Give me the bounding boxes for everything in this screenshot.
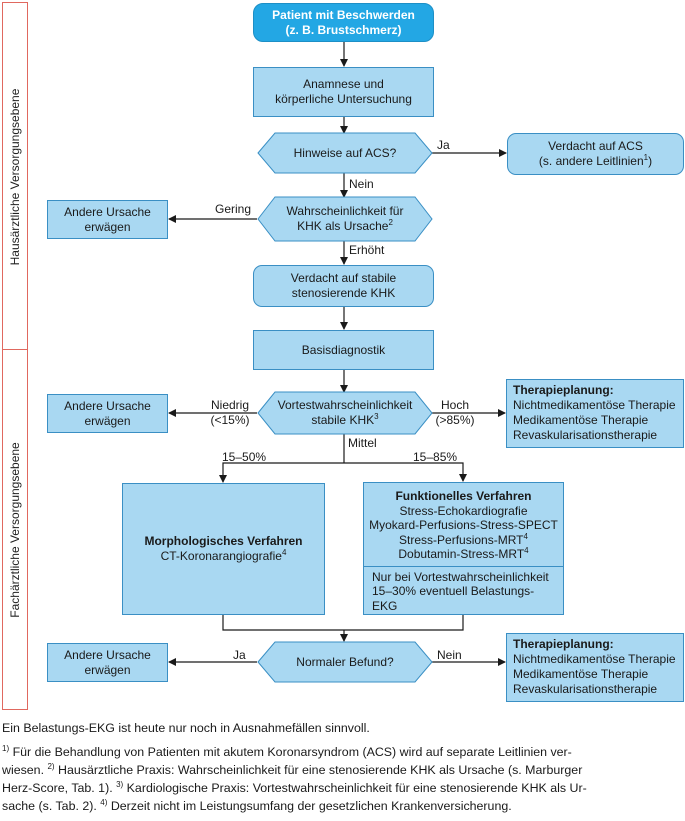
func-note: Nur bei Vortestwahrscheinlichkeit 15–30%… [364, 565, 563, 617]
func-note-line-1: Nur bei Vortestwahrscheinlichkeit [372, 569, 549, 584]
edge-morph-merge [222, 614, 464, 631]
prob-khk-line-2: KHK als Ursache2 [297, 218, 393, 234]
other-cause-box-1: Andere Ursache erwägen [47, 200, 168, 239]
pretest-line-2: stabile KHK3 [311, 412, 379, 428]
footnote-row-1: 1) Für die Behandlung von Patienten mit … [2, 743, 572, 759]
footnote-row-4: sache (s. Tab. 2). 4) Derzeit nicht im L… [2, 797, 512, 813]
basis-box: Basisdiagnostik [253, 330, 434, 370]
therapy-box-2: Therapieplanung: Nichtmedikamentöse Ther… [506, 633, 684, 702]
func-title: Funktionelles Verfahren [395, 489, 532, 503]
other3-line-1: Andere Ursache [64, 647, 151, 662]
label-hoch: Hoch (>85%) [431, 398, 479, 428]
acs-suspect-box: Verdacht auf ACS (s. andere Leitlinien1) [507, 133, 684, 175]
stable-khk-box: Verdacht auf stabile stenosierende KHK [253, 265, 434, 307]
label-erhoeht: Erhöht [349, 243, 385, 257]
label-range-1: 15–50% [222, 450, 267, 464]
therapy1-line-1: Nichtmedikamentöse Therapie [513, 398, 676, 412]
prob-khk: Wahrscheinlichkeit für KHK als Ursache2 [258, 197, 432, 241]
stable-line-1: Verdacht auf stabile [290, 271, 397, 285]
therapy2-line-1: Nichtmedikamentöse Therapie [513, 652, 676, 666]
normal-question: Normaler Befund? [258, 642, 432, 682]
prob-khk-line-1: Wahrscheinlichkeit für [286, 204, 404, 218]
start-line-1: Patient mit Beschwerden [272, 7, 415, 22]
lane-hausarzt: Hausärztliche Versorgungsebene [2, 2, 28, 351]
label-hoch-2: (>85%) [435, 413, 475, 427]
func-note-line-2: 15–30% eventuell Belastungs-EKG [372, 584, 535, 613]
morph-line: CT-Koronarangiografie4 [160, 548, 287, 564]
therapy2-title: Therapieplanung: [513, 637, 614, 651]
diamond-prob [257, 196, 433, 242]
acs-suspect-line-2: (s. andere Leitlinien1) [538, 153, 653, 169]
footnote-row-2: wiesen. 2) Hausärztliche Praxis: Wahrsch… [2, 761, 583, 777]
flowchart-connectors [168, 42, 507, 683]
anamnese-line-1: Anamnese und [303, 77, 384, 91]
therapy-box-1: Therapieplanung: Nichtmedikamentöse Ther… [506, 379, 684, 448]
label-ja-2: Ja [233, 648, 246, 662]
func-top: Funktionelles Verfahren Stress-Echokardi… [364, 483, 563, 566]
acs-question-text: Hinweise auf ACS? [293, 145, 397, 160]
normal-question-text: Normaler Befund? [296, 654, 394, 669]
acs-question: Hinweise auf ACS? [258, 133, 432, 173]
diamond-acs [257, 132, 433, 174]
other-cause-box-3: Andere Ursache erwägen [47, 643, 168, 682]
anamnese-line-2: körperliche Untersuchung [275, 92, 412, 106]
other-cause-box-2: Andere Ursache erwägen [47, 394, 168, 433]
diamond-normal [257, 641, 433, 683]
label-niedrig-2: (<15%) [210, 413, 250, 427]
footnote-row-3: Herz-Score, Tab. 1). 3) Kardiologische P… [2, 779, 587, 795]
anamnese-box: Anamnese und körperliche Untersuchung [253, 67, 434, 117]
therapy1-line-3: Revaskularisationstherapie [513, 428, 658, 442]
morph-box: Morphologisches Verfahren CT-Koronarangi… [122, 483, 325, 615]
edge-to-morph [219, 462, 344, 483]
func-line-4: Dobutamin-Stress-MRT4 [398, 546, 529, 562]
therapy2-line-2: Medikamentöse Therapie [513, 667, 649, 681]
label-hoch-1: Hoch [440, 398, 469, 412]
label-nein-2: Nein [437, 648, 462, 662]
other2-line-1: Andere Ursache [64, 398, 151, 413]
lane-facharzt: Fachärztliche Versorgungsebene [2, 349, 28, 710]
start-node: Patient mit Beschwerden (z. B. Brustschm… [253, 3, 434, 42]
footnotes: 1) Für die Behandlung von Patienten mit … [2, 743, 682, 815]
therapy2-line-3: Revaskularisationstherapie [513, 682, 658, 696]
other1-line-2: erwägen [84, 219, 131, 234]
func-box: Funktionelles Verfahren Stress-Echokardi… [363, 482, 564, 615]
acs-suspect-line-1: Verdacht auf ACS [548, 139, 643, 153]
therapy1-line-2: Medikamentöse Therapie [513, 413, 649, 427]
label-nein-1: Nein [349, 177, 374, 191]
stable-line-2: stenosierende KHK [291, 286, 396, 300]
other2-line-2: erwägen [84, 413, 131, 428]
edge-to-func [344, 462, 467, 482]
morph-title: Morphologisches Verfahren [144, 534, 303, 548]
start-line-2: (z. B. Brustschmerz) [285, 22, 402, 37]
other3-line-2: erwägen [84, 662, 131, 677]
pretest-line-1: Vortestwahrscheinlichkeit [277, 398, 413, 412]
func-line-1: Stress-Echokardiografie [399, 503, 528, 518]
func-line-2: Myokard-Perfusions-Stress-SPECT [369, 518, 558, 532]
label-gering: Gering [215, 202, 252, 216]
other1-line-1: Andere Ursache [64, 204, 151, 219]
footnote-main: Ein Belastungs-EKG ist heute nur noch in… [2, 721, 370, 735]
therapy1-title: Therapieplanung: [513, 383, 614, 397]
pretest: Vortestwahrscheinlichkeit stabile KHK3 [258, 392, 432, 434]
label-niedrig: Niedrig (<15%) [203, 398, 257, 428]
label-ja-1: Ja [437, 138, 450, 152]
label-mittel: Mittel [348, 436, 377, 450]
label-range-2: 15–85% [413, 450, 458, 464]
basis-text: Basisdiagnostik [301, 342, 386, 357]
label-niedrig-1: Niedrig [210, 398, 249, 412]
func-line-3: Stress-Perfusions-MRT4 [399, 531, 528, 547]
diamond-pretest [257, 391, 433, 435]
